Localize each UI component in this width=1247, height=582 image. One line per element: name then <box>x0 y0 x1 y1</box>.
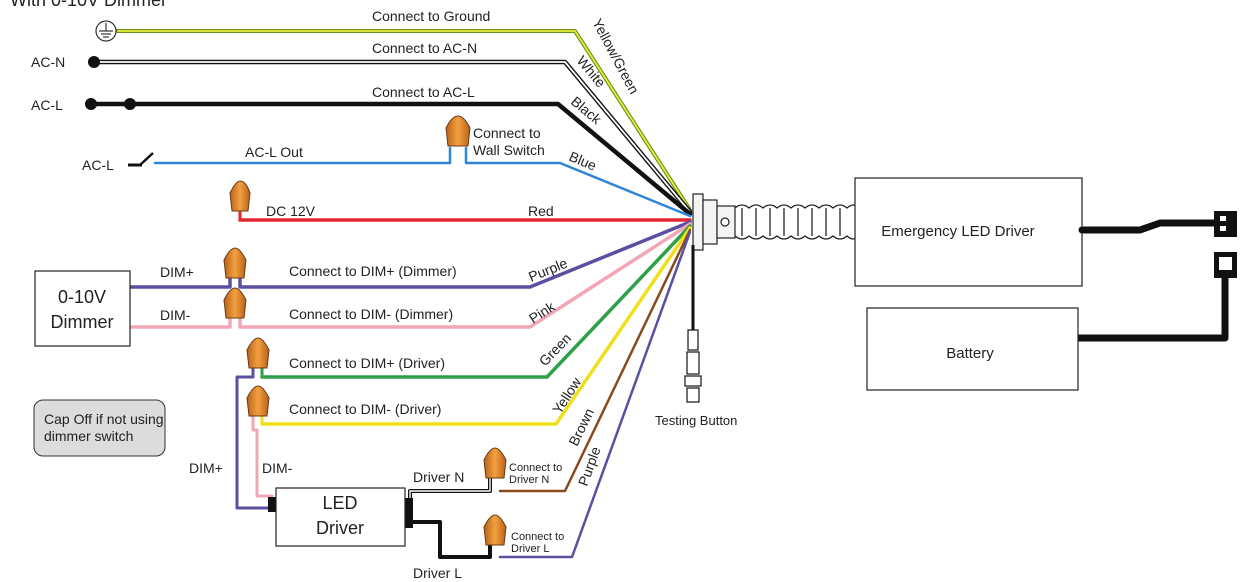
label-connect-ac-n: Connect to AC-N <box>372 40 477 56</box>
wire-nut-icon <box>223 247 247 279</box>
color-green: Green <box>536 330 575 369</box>
ground-wire <box>116 29 692 212</box>
color-red: Red <box>528 203 554 219</box>
source-ac-l-switch: AC-L <box>82 157 114 173</box>
brown-wire <box>498 228 692 493</box>
ac-l-out-wire <box>153 146 452 165</box>
dimmer-dim-plus-label: DIM+ <box>160 264 194 280</box>
wire-nut-icon <box>223 287 247 319</box>
label-dim-minus-driver: Connect to DIM- (Driver) <box>289 401 441 417</box>
testing-button-label: Testing Button <box>655 413 737 428</box>
blue-wire <box>464 146 692 218</box>
switch-symbol <box>128 152 154 167</box>
wire-nut-icon <box>483 514 507 546</box>
source-ac-n: AC-N <box>31 54 65 70</box>
cap-off-line-2: dimmer switch <box>44 428 133 444</box>
label-ac-l-out: AC-L Out <box>245 144 303 160</box>
led-driver-dim-minus: DIM- <box>262 460 293 476</box>
wire-nut-icon <box>445 115 471 147</box>
color-white: White <box>574 53 609 91</box>
color-blue: Blue <box>567 148 599 174</box>
dimmer-label-2: Dimmer <box>51 312 114 332</box>
ac-n-wire <box>91 59 693 215</box>
dimmer-dim-minus-label: DIM- <box>160 307 191 323</box>
label-connect-driver-n-2: Driver N <box>509 474 549 486</box>
dimmer-label-1: 0-10V <box>58 287 106 307</box>
led-driver-l: Driver L <box>413 565 462 581</box>
pink-wire <box>238 222 692 329</box>
dimmer-box <box>34 270 131 347</box>
color-black: Black <box>568 93 605 128</box>
testing-button[interactable] <box>684 329 702 403</box>
label-dc12v: DC 12V <box>266 203 316 219</box>
flex-conduit <box>734 204 858 240</box>
purple2-wire <box>498 230 692 559</box>
cap-off-line-1: Cap Off if not using <box>44 411 164 427</box>
label-connect-driver-n-1: Connect to <box>509 462 562 474</box>
color-pink: Pink <box>526 298 558 327</box>
label-wall-switch-1: Connect to <box>473 125 541 141</box>
dimmer-dim-plus-wire <box>128 276 232 289</box>
led-driver-label-2: Driver <box>316 518 364 538</box>
wire-nut-icon <box>229 180 251 212</box>
led-driver-label-1: LED <box>322 493 357 513</box>
ac-l-terminal <box>85 98 97 110</box>
source-ac-l: AC-L <box>31 97 63 113</box>
ac-l-wire <box>88 101 693 217</box>
label-dim-plus-driver: Connect to DIM+ (Driver) <box>289 355 445 371</box>
green-wire <box>260 224 692 379</box>
emergency-driver-box <box>854 177 1083 287</box>
wire-nut-icon <box>246 337 270 369</box>
yellow-wire <box>260 226 692 426</box>
battery-box <box>866 307 1079 391</box>
driver-dim-minus-wire <box>251 414 274 498</box>
output-cable <box>1078 219 1218 234</box>
led-driver-box <box>275 487 406 547</box>
wire-nut-icon <box>246 385 270 417</box>
conduit-connector <box>692 193 736 251</box>
ac-l-junction <box>124 98 136 110</box>
driver-l-wire <box>408 520 492 559</box>
label-dim-minus-dimmer: Connect to DIM- (Dimmer) <box>289 306 453 322</box>
dimmer-dim-minus-wire <box>128 316 232 329</box>
label-connect-ac-l: Connect to AC-L <box>372 84 475 100</box>
label-wall-switch-2: Wall Switch <box>473 142 545 158</box>
socket-connector-icon <box>1214 252 1237 278</box>
purple-wire <box>238 220 692 289</box>
label-connect-ground: Connect to Ground <box>372 8 490 24</box>
ground-icon <box>95 20 117 42</box>
plug-connector-icon <box>1214 211 1237 237</box>
battery-cable <box>1074 274 1229 342</box>
color-brown: Brown <box>565 406 597 449</box>
label-connect-driver-l-1: Connect to <box>511 531 564 543</box>
label-dim-plus-dimmer: Connect to DIM+ (Dimmer) <box>289 263 457 279</box>
led-driver-dim-plus: DIM+ <box>189 460 223 476</box>
battery-label: Battery <box>946 345 994 362</box>
driver-dim-plus-wire <box>235 366 274 510</box>
label-connect-driver-l-2: Driver L <box>511 543 550 555</box>
led-driver-n: Driver N <box>413 469 464 485</box>
emergency-driver-label: Emergency LED Driver <box>881 223 1034 240</box>
ac-n-terminal <box>88 56 100 68</box>
wire-nut-icon <box>483 447 507 479</box>
cap-off-note <box>33 399 166 457</box>
diagram-title: With 0-10V Dimmer <box>10 0 167 10</box>
